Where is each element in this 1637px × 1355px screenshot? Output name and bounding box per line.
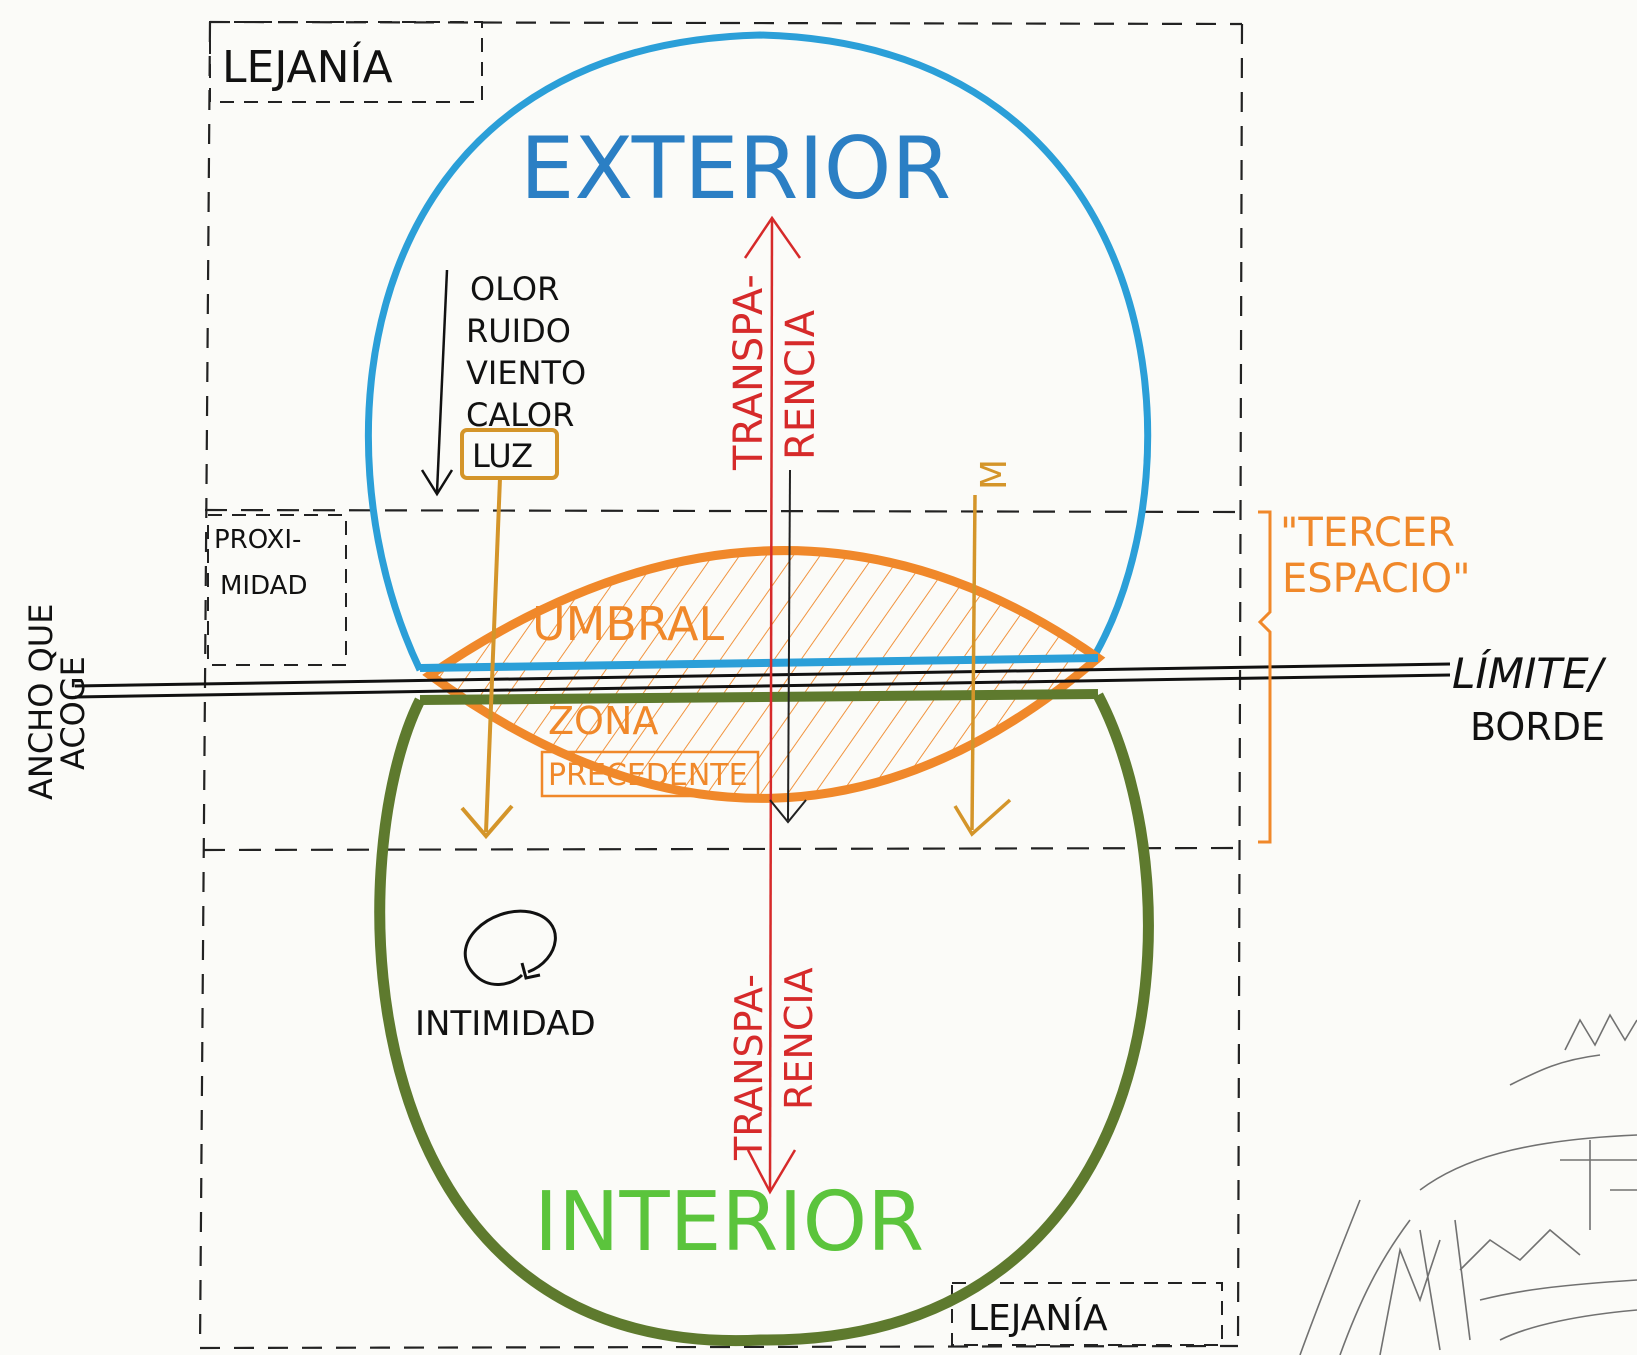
interior-label: INTERIOR — [534, 1175, 924, 1270]
lejania-bottom-label: LEJANÍA — [968, 1297, 1108, 1339]
zona-label: ZONA — [548, 699, 658, 743]
limite-label: LÍMITE/ — [1452, 648, 1607, 698]
stimulus-ruido: RUIDO — [466, 312, 571, 350]
proximidad-label-2: MIDAD — [220, 571, 307, 601]
zona-precedente-box — [540, 750, 760, 798]
tercer-espacio-label-1: "TERCER — [1280, 510, 1455, 556]
stimulus-calor: CALOR — [466, 396, 574, 434]
stimulus-viento: VIENTO — [466, 354, 586, 392]
stimuli-arrow — [420, 269, 454, 497]
m-arrow — [953, 494, 1012, 837]
ancho-que-acoge-1: ANCHO QUE — [22, 604, 60, 800]
intimacy-loop-icon — [463, 909, 557, 986]
proximity-band-lines — [202, 508, 1241, 852]
proximidad-label-1: PROXI- — [214, 525, 301, 555]
lejania-top-label: LEJANÍA — [222, 40, 393, 93]
interior-boundary-strip — [419, 689, 1099, 705]
transparency-top-1: TRANSPA- — [726, 274, 772, 471]
exterior-circle — [364, 31, 1152, 672]
precedente-label: PRECEDENTE — [548, 758, 748, 793]
luz-label: LUZ — [472, 437, 533, 475]
light-arrow — [460, 428, 559, 840]
m-mark: M — [974, 459, 1015, 490]
tercer-espacio-bracket — [1257, 510, 1272, 844]
lejania-bottom-box — [951, 1282, 1223, 1346]
intimidad-label: INTIMIDAD — [415, 1004, 596, 1044]
stimuli-list: OLOR RUIDO VIENTO CALOR — [466, 270, 586, 434]
borde-label: BORDE — [1470, 705, 1605, 749]
ancho-que-acoge-2: ACOGE — [54, 656, 92, 770]
lejania-top-box — [209, 21, 483, 103]
exterior-label: EXTERIOR — [520, 119, 951, 219]
pencil-sketch-corner — [1299, 1013, 1637, 1355]
interior-circle — [374, 692, 1154, 1346]
transparency-arrow — [743, 215, 802, 1195]
transparency-bottom-1: TRANSPA- — [727, 974, 771, 1161]
transparency-bottom-2: RENCIA — [777, 967, 821, 1110]
transparency-top-2: RENCIA — [778, 309, 824, 460]
umbral-label: UMBRAL — [532, 597, 724, 651]
boundary-double-line — [74, 662, 1451, 699]
exterior-boundary-strip — [419, 654, 1099, 672]
tercer-espacio-label-2: ESPACIO" — [1282, 556, 1471, 602]
stimulus-olor: OLOR — [470, 270, 559, 308]
center-line-dark — [769, 469, 807, 824]
